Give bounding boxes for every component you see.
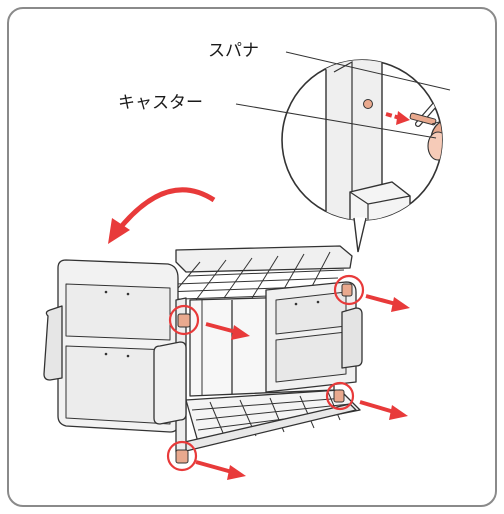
spanner-label: スパナ (208, 41, 259, 61)
pull-arrows (195, 294, 410, 480)
arrow-top-right (365, 294, 397, 306)
caster-leader (235, 103, 437, 139)
arrow-bottom-right (359, 400, 395, 414)
caster-label: キャスター (118, 93, 203, 113)
caster-top-right (333, 274, 365, 306)
spanner-leader (285, 51, 451, 91)
rack-unit (43, 245, 363, 453)
caster-bottom-right (325, 381, 355, 411)
arrow-center-left (205, 322, 237, 334)
caster-center-left (168, 304, 200, 336)
magnified-detail (281, 59, 443, 253)
caster-bottom-left (166, 440, 198, 472)
caster-positions (166, 274, 365, 472)
arrow-bottom-left (195, 460, 233, 474)
rotate-arrowhead (108, 218, 130, 244)
rotate-arrow (118, 187, 216, 230)
